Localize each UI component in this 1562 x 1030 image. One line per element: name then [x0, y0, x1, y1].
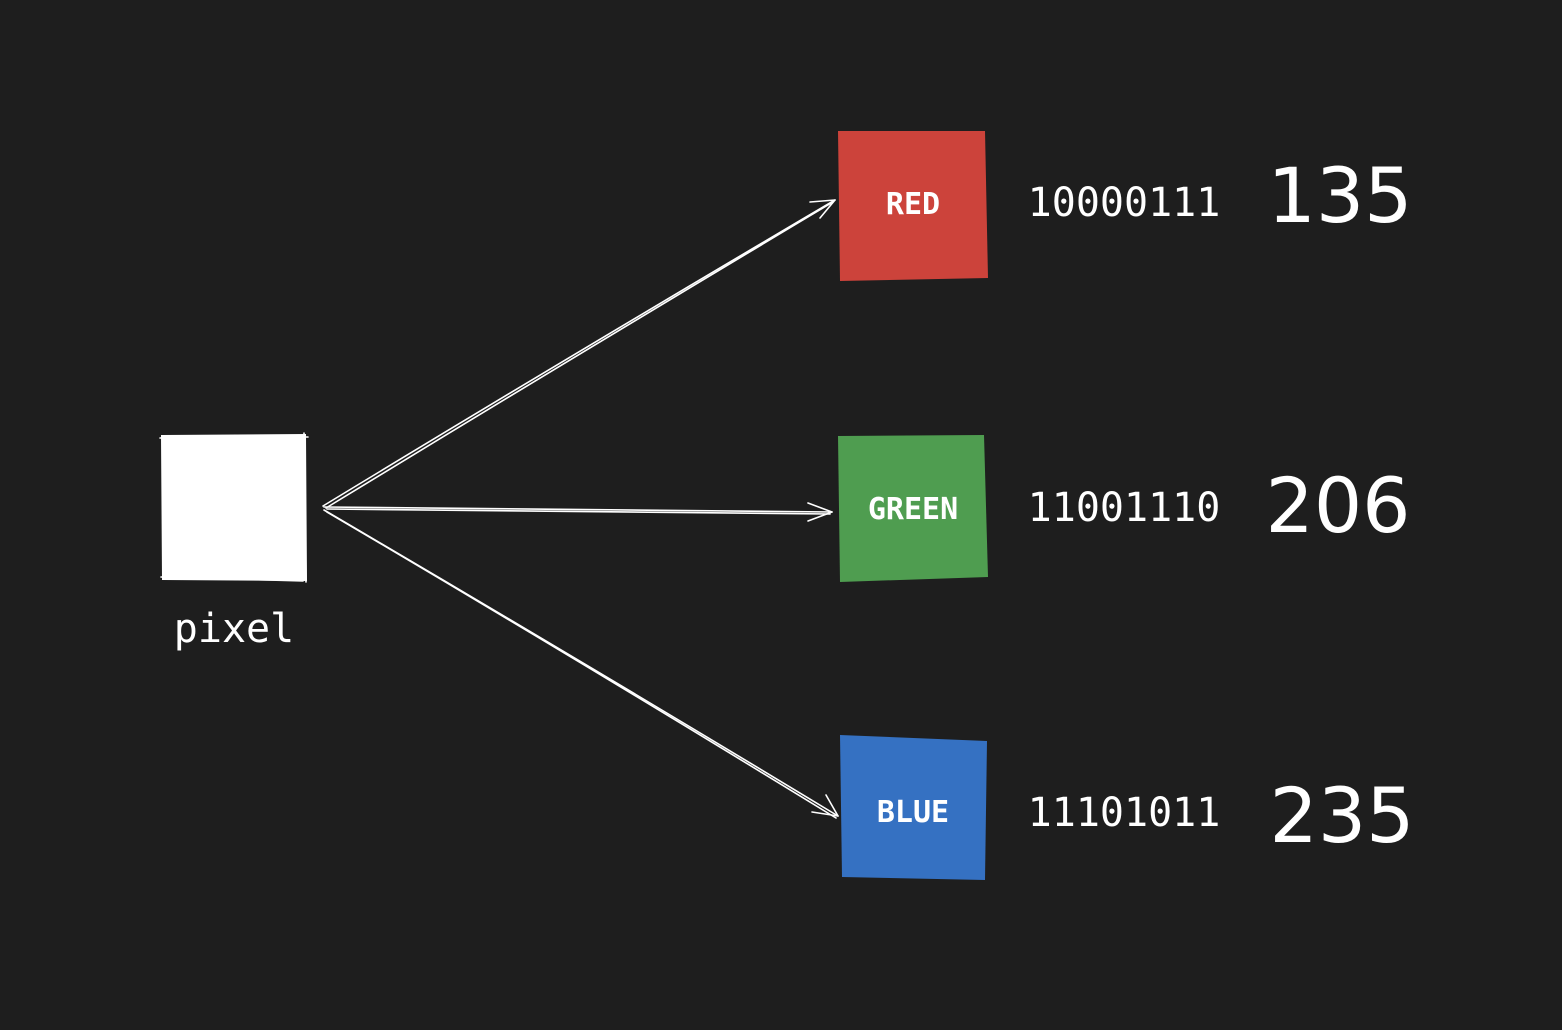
green-square	[838, 435, 988, 582]
blue-decimal-value: 235	[1269, 771, 1414, 860]
red-label: RED	[886, 187, 940, 222]
red-binary-value: 10000111	[1028, 180, 1221, 226]
blue-binary-value: 11101011	[1028, 790, 1221, 836]
pixel-square	[160, 433, 308, 582]
pixel-node: pixel	[159, 432, 309, 652]
green-decimal-value: 206	[1265, 461, 1410, 550]
green-label: GREEN	[868, 492, 958, 527]
blue-square	[840, 735, 987, 880]
arrow-to-red	[322, 199, 836, 509]
green-binary-value: 11001110	[1028, 485, 1221, 531]
pixel-caption: pixel	[174, 606, 294, 652]
channel-red: RED 10000111 135	[838, 131, 1413, 281]
arrow-to-green	[323, 502, 833, 522]
arrow-to-blue	[323, 509, 839, 819]
channel-blue: BLUE 11101011 235	[840, 735, 1415, 880]
red-square	[838, 131, 988, 281]
blue-label: BLUE	[877, 795, 949, 830]
channel-green: GREEN 11001110 206	[838, 435, 1411, 582]
red-decimal-value: 135	[1267, 151, 1412, 240]
